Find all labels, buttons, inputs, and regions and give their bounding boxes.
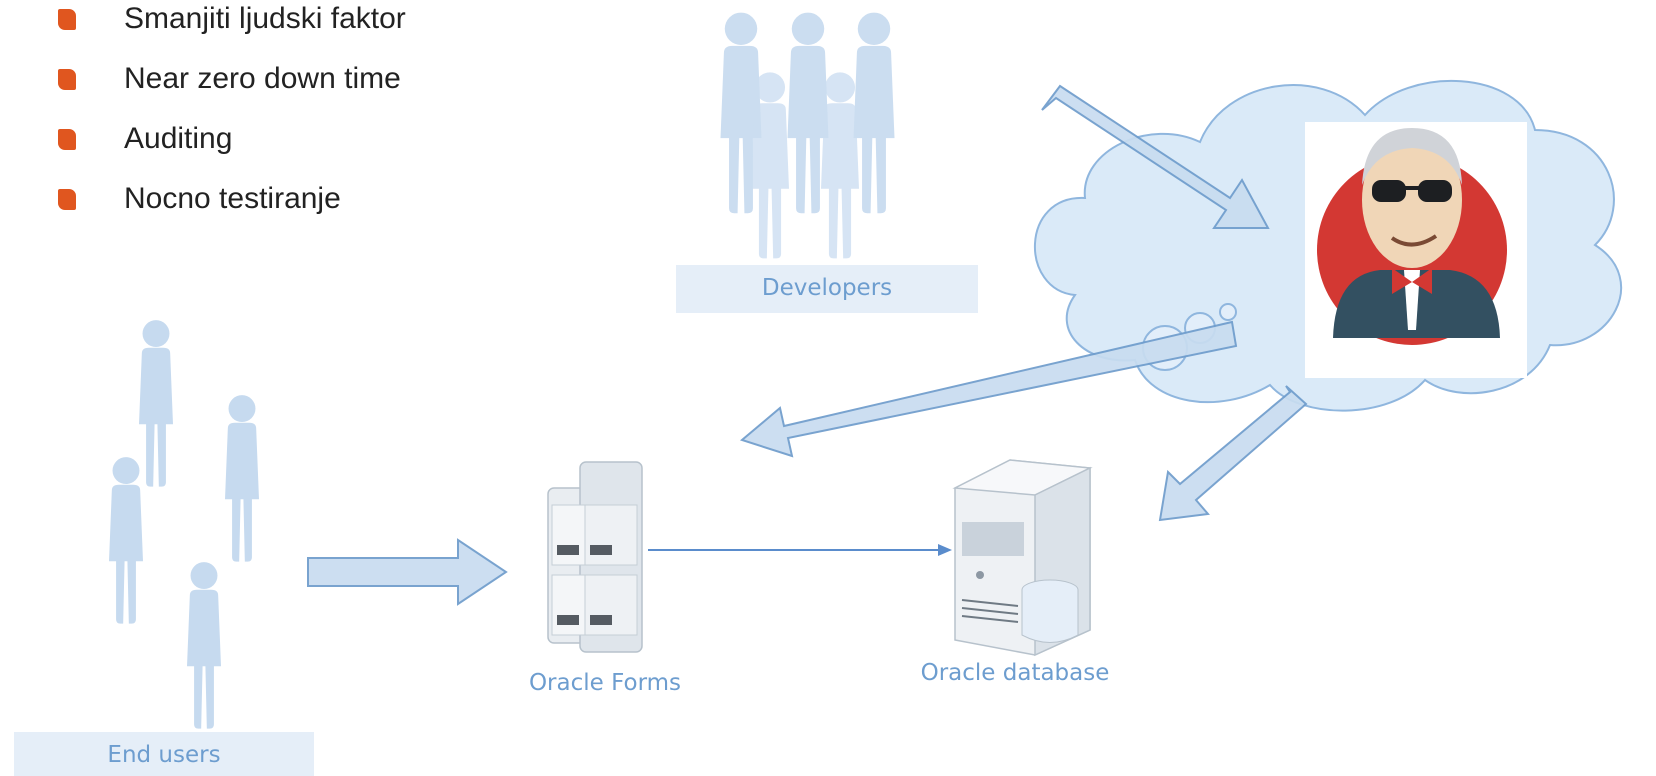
database-server-icon — [952, 459, 1093, 657]
arrow-end-users-to-forms — [307, 538, 508, 606]
server-rack-icon — [547, 461, 643, 653]
oracle-forms-label: Oracle Forms — [528, 670, 682, 696]
bullet-item: Nocno testiranje — [58, 180, 406, 240]
arrow-jenkins-to-forms — [739, 320, 1238, 458]
bullet-square-icon — [58, 9, 76, 30]
arrow-developers-to-jenkins — [1041, 84, 1270, 229]
end-users-label: End users — [107, 742, 221, 768]
bullet-list: Smanjiti ljudski faktor Near zero down t… — [58, 0, 406, 240]
bullet-item: Auditing — [58, 120, 406, 180]
end-users-label-band — [14, 732, 314, 776]
bullet-square-icon — [58, 129, 76, 150]
oracle-database-label: Oracle database — [920, 660, 1110, 686]
bullet-item: Smanjiti ljudski faktor — [58, 0, 406, 60]
end-users-group-icon — [109, 320, 259, 729]
developers-group-icon — [720, 12, 895, 259]
bullet-item: Near zero down time — [58, 60, 406, 120]
bullet-square-icon — [58, 189, 76, 210]
jenkins-logo-icon — [1305, 122, 1527, 378]
developers-label-band — [676, 265, 978, 313]
developers-label: Developers — [761, 275, 893, 301]
connector-forms-to-database — [648, 544, 952, 556]
arrow-jenkins-to-database — [1158, 385, 1308, 522]
bullet-square-icon — [58, 69, 76, 90]
